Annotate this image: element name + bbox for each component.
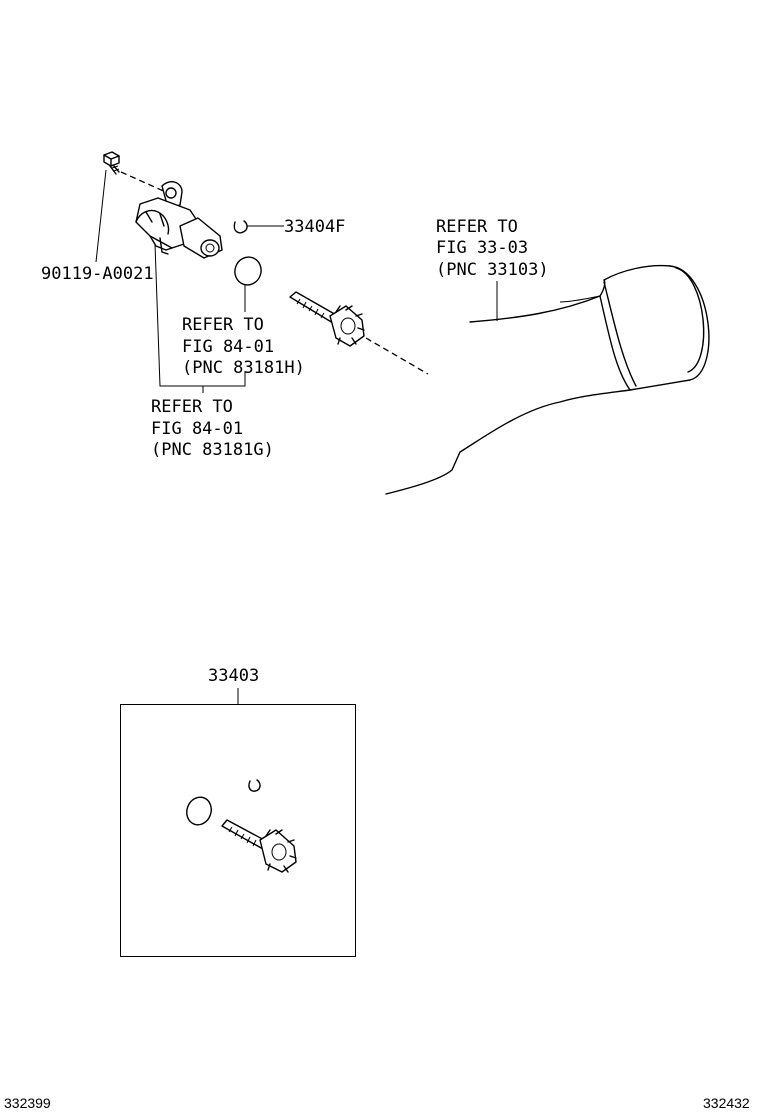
kit-driven-gear-drawing <box>221 819 297 873</box>
gear-to-transmission-dashed-line <box>365 337 429 375</box>
kit-clip-drawing <box>248 779 261 792</box>
refer-transmission-line1: REFER TO <box>436 217 518 237</box>
refer-transmission-line3: (PNC 33103) <box>436 260 549 280</box>
refer-transmission-line2: FIG 33-03 <box>436 238 528 258</box>
refer-housing-line2: FIG 84-01 <box>151 419 243 439</box>
kit-box <box>120 704 356 957</box>
clip-part-number: 33404F <box>284 217 345 237</box>
footer-right-code: 332432 <box>703 1095 750 1111</box>
speed-sensor-housing-drawing <box>135 181 223 259</box>
refer-sleeve-line2: FIG 84-01 <box>182 337 274 357</box>
o-ring-drawing <box>234 256 262 286</box>
kit-part-number: 33403 <box>208 666 259 686</box>
refer-sleeve-line1: REFER TO <box>182 315 264 335</box>
refer-housing-line1: REFER TO <box>151 397 233 417</box>
bolt-to-sensor-dashed-line <box>120 171 169 194</box>
transmission-housing-drawing <box>385 264 710 495</box>
bolt-drawing <box>103 151 120 175</box>
driven-gear-drawing <box>289 291 365 347</box>
clip-drawing <box>233 220 248 234</box>
bolt-part-number: 90119-A0021 <box>41 264 154 284</box>
refer-housing-line3: (PNC 83181G) <box>151 440 274 460</box>
bolt-leader-line <box>95 169 107 263</box>
footer-left-code: 332399 <box>4 1095 51 1111</box>
refer-sleeve-line3: (PNC 83181H) <box>182 358 305 378</box>
kit-o-ring-drawing <box>186 796 212 826</box>
